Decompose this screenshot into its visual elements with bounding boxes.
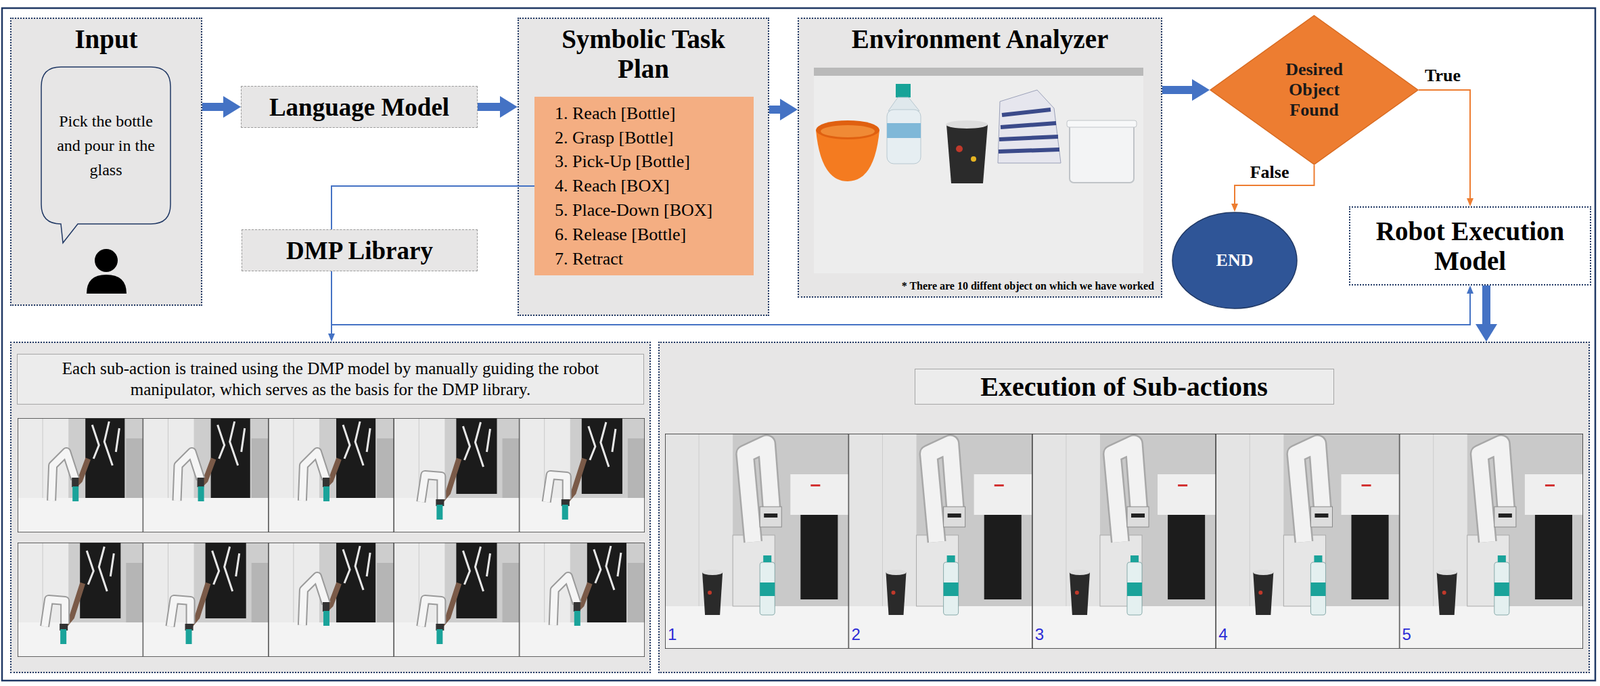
outer-frame [2,8,1596,681]
person-body [86,274,127,294]
callout-holder: 5 [1402,626,1412,643]
node-text: 1. Reach [Bottle] [554,102,676,124]
plastic-box [1069,123,1134,183]
demo-photo [393,418,519,533]
dmp-demonstration-photos [17,418,645,657]
flow-arrow [202,102,224,111]
node-text: Language Model [269,92,450,122]
demo-photo [142,542,268,657]
callout-holder: 4 [1218,626,1228,643]
demo-photo [519,418,645,533]
person-icon [86,248,127,294]
callout-holder: 3 [1035,626,1044,643]
wall-edge [813,67,1144,76]
bottle-body [886,109,921,164]
bowl-rim [815,120,880,140]
connector-line [330,271,333,334]
bottle-cap [895,83,911,98]
connector-line [331,271,1471,325]
node-text: Input [74,24,138,55]
connector-line [1234,165,1315,204]
connector-line [1418,89,1471,199]
node-text: Symbolic Task Plan [541,24,745,84]
connector-line [331,186,535,230]
callout-holder: 1 [667,626,677,643]
callout-number: 4 [1218,626,1228,643]
bottle-neck [888,97,920,111]
demo-photo [268,542,394,657]
execution-photo [665,433,849,649]
bubble-shape [41,66,171,243]
terminal-ellipse: END [1171,211,1298,310]
node-text: Environment Analyzer [851,24,1109,55]
node-note: 4. Reach [BOX] [554,175,670,197]
cloth-stripes [998,109,1060,152]
execution-photo [1032,433,1216,649]
demo-photo [142,418,268,533]
paper-cup [946,124,988,184]
task-list-box: 1. Reach [Bottle] 2. Grasp [Bottle]3. Pic… [534,96,754,276]
node-text: Execution of Sub-actions [914,368,1335,405]
edge-label: True [1422,65,1463,86]
node-note: 7. Retract [554,248,624,270]
demo-photo [393,542,519,657]
ellipse-shape [1172,212,1297,309]
task-plan-panel: Symbolic Task Plan 1. Reach [Bottle] 2. Gr… [517,17,770,316]
execution-photo [1215,433,1400,649]
cloth [997,89,1061,164]
callout-number: 3 [1035,626,1044,643]
edge-label-holder: False [1248,162,1292,183]
execution-photo [1399,433,1584,649]
node-text: END [1216,250,1254,271]
execution-photos [665,433,1584,649]
cup-print [955,145,963,153]
flow-arrow [1162,85,1193,95]
flow-arrow [477,102,500,111]
speech-bubble: Pick the bottle and pour in the glass [40,66,172,225]
person-head [94,248,118,272]
flow-arrow [1482,285,1491,325]
demo-photo [519,542,645,657]
callout-number: 2 [851,626,860,643]
process-box: DMP Library [241,229,478,272]
node-text: Pick the bottle and pour in the glass [55,108,157,182]
environment-photo [813,67,1144,274]
diamond-shape [1210,15,1419,165]
cup-print [970,156,977,162]
decision-diamond: Desired Object Found [1209,14,1419,166]
cup-rim [945,120,988,129]
node-note: 2. Grasp [Bottle] [554,127,674,149]
execution-photo [848,433,1032,649]
flow-arrow [769,105,781,114]
node-text: DMP Library [286,236,433,266]
photo-bg [813,67,1144,274]
bottle-label [886,123,921,139]
process-box: Language Model [240,85,478,128]
node-text: Desired Object Found [1270,59,1359,121]
demo-photo [17,542,143,657]
node-note: 3. Pick-Up [Bottle] [554,150,691,172]
node-text: Each sub-action is trained using the DMP… [16,353,645,405]
node-text: Robot Execution Model [1357,216,1584,276]
callout-holder: 2 [851,626,860,643]
callout-number: 1 [667,626,677,643]
demo-photo [268,418,394,533]
process-box: Robot Execution Model [1349,206,1592,286]
edge-label-holder: True [1422,65,1463,86]
node-note: * There are 10 diffent object on which w… [901,280,1155,293]
box-rim [1066,120,1137,128]
demo-photo [17,418,143,533]
callout-number: 5 [1402,626,1412,643]
bowl-inside [820,125,875,138]
edge-label: False [1248,162,1292,183]
node-note: 6. Release [Bottle] [554,223,687,245]
node-note: 5. Place-Down [BOX] [554,199,713,221]
